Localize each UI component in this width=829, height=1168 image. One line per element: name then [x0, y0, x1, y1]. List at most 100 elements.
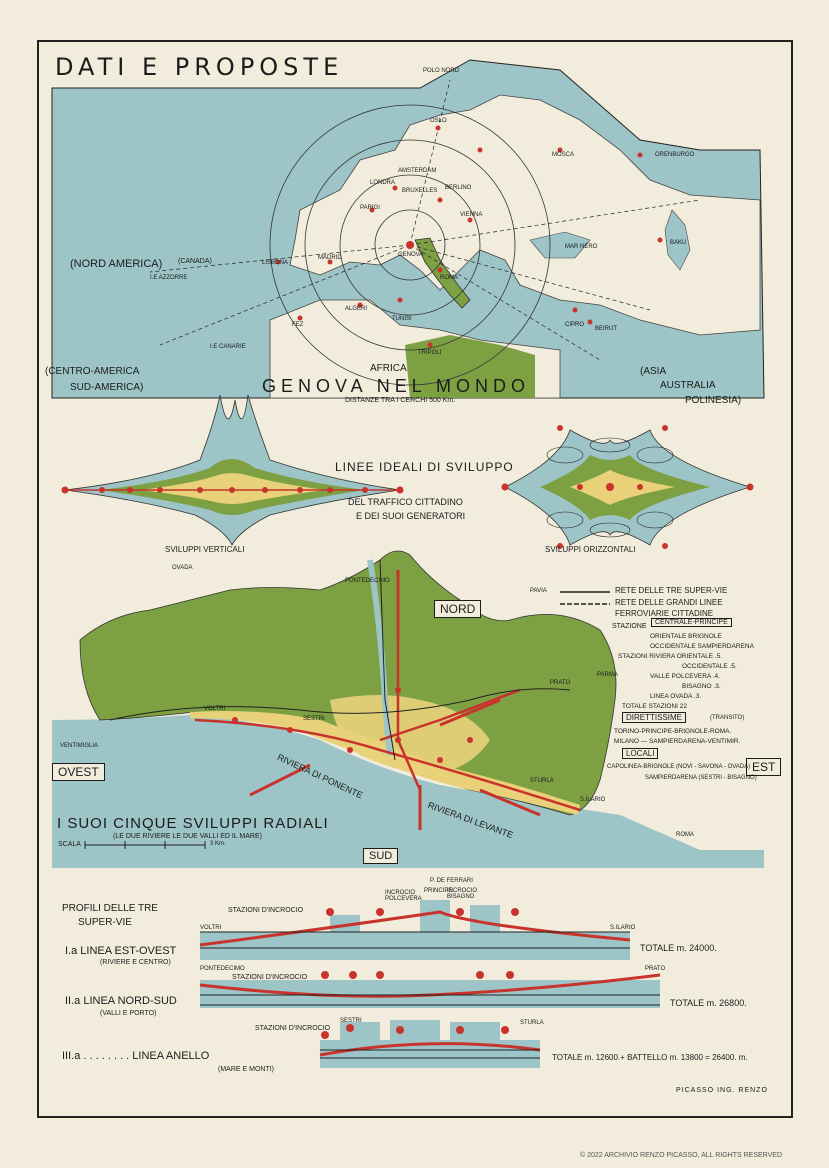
label-mar-nero: MAR NERO: [565, 244, 598, 250]
legend-r2: OCCIDENTALE SAMPIERDARENA: [650, 643, 754, 650]
legend-r1: ORIENTALE BRIGNOLE: [650, 633, 722, 640]
label-tunisi: TUNISI: [392, 316, 412, 322]
label-centro-america: (CENTRO-AMERICA: [45, 366, 140, 377]
diagrams-title: LINEE IDEALI DI SVILUPPO: [335, 460, 514, 474]
profiles-l2-sub: (VALLI E PORTO): [100, 1010, 157, 1017]
europe-land: [289, 94, 761, 336]
place-ovada: OVADA: [172, 565, 193, 571]
legend-l1: RETE DELLE TRE SUPER-VIE: [615, 586, 728, 595]
legend-direttissime: DIRETTISSIME: [622, 712, 687, 723]
label-canarie: I.E CANARIE: [210, 344, 246, 350]
compass-nord: NORD: [434, 600, 482, 618]
place-pontedecimo: PONTEDECIMO: [345, 578, 390, 584]
profiles-l3-sub: (MARE E MONTI): [218, 1066, 274, 1073]
copyright-notice: © 2022 ARCHIVIO RENZO PICASSO, ALL RIGHT…: [580, 1152, 782, 1159]
label-asia: (ASIA: [640, 366, 667, 377]
place-sturla: STURLA: [530, 778, 554, 784]
author-signature: PICASSO ING. RENZO: [676, 1087, 768, 1094]
label-australia: AUSTRALIA: [660, 380, 716, 391]
place-voltri: VOLTRI: [204, 706, 226, 712]
label-vienna: VIENNA: [460, 212, 483, 218]
city-sea: [52, 715, 764, 868]
black-sea: [529, 231, 591, 259]
poster-frame: [37, 40, 793, 1118]
profiles-deferrari: P. DE FERRARI: [430, 878, 473, 884]
label-nord-america: (NORD AMERICA): [70, 258, 163, 270]
world-map-subtitle: DISTANZE TRA I CERCHI 500 Km.: [345, 397, 456, 404]
world-map: [51, 59, 765, 399]
legend-d1: TORINO-PRINCIPE-BRIGNOLE-ROMA.: [614, 728, 732, 735]
legend-r8: TOTALE STAZIONI 22: [622, 703, 688, 710]
scale-label: SCALA: [58, 841, 81, 848]
place-pavia: PAVIA: [530, 588, 547, 594]
vertical-development-diagram: [61, 394, 404, 546]
profiles-principe: PRINCIPE: [424, 888, 453, 894]
label-genova: GENOVA: [398, 252, 424, 258]
diagrams-subtitle-1: DEL TRAFFICO CITTADINO: [348, 497, 463, 507]
profiles-sestri: SESTRI: [340, 1018, 362, 1024]
profiles-l2-name: II.a LINEA NORD-SUD: [65, 995, 177, 1007]
place-s-ilario: S.ILARIO: [580, 797, 606, 803]
label-madrid: MADRID: [318, 255, 342, 261]
label-londra: LONDRA: [370, 180, 396, 186]
label-sud-america: SUD-AMERICA): [70, 382, 144, 393]
legend-r7: LINEA OVADA .3.: [650, 693, 702, 700]
legend-stazione: STAZIONE: [612, 623, 647, 630]
label-parigi: PARIGI: [360, 205, 380, 211]
profiles-title-2: SUPER-VIE: [78, 917, 132, 928]
label-beirut: BEIRUT: [595, 326, 618, 332]
diagrams-subtitle-2: E DEI SUOI GENERATORI: [356, 511, 466, 521]
place-sestri: SESTRI: [303, 716, 325, 722]
profiles-l3-name: III.a . . . . . . . . LINEA ANELLO: [62, 1050, 210, 1062]
profiles-title-1: PROFILI DELLE TRE: [62, 903, 158, 914]
label-amsterdam: AMSTERDAM: [398, 168, 437, 174]
place-ventimiglia: VENTIMIGLIA: [60, 743, 99, 749]
compass-ovest: OVEST: [52, 763, 105, 781]
label-fez: FEZ: [292, 322, 304, 328]
profiles-voltri: VOLTRI: [200, 925, 222, 931]
legend-d2: MILANO — SAMPIERDARENA-VENTIMIR.: [614, 738, 741, 745]
label-mosca: MOSCA: [552, 152, 575, 158]
profiles-l2-total: TOTALE m. 26800.: [670, 998, 747, 1008]
genoa-city-map: [52, 550, 764, 868]
legend-centrale: CENTRALE-PRINCIPE: [651, 618, 732, 627]
profiles-pontedecimo: PONTEDECIMO: [200, 966, 245, 972]
legend-transito: (TRANSITO): [710, 715, 745, 721]
legend-r5: VALLE POLCEVERA .4.: [650, 673, 720, 680]
profiles-incrocio-bisagno: INCROCIO BISAGNO: [447, 888, 477, 900]
profiles-stazioni-1: STAZIONI D'INCROCIO: [228, 907, 304, 914]
legend-r3: STAZIONI RIVIERA ORIENTALE .5.: [618, 653, 723, 660]
place-parma: PARMA: [597, 672, 618, 678]
compass-est: EST: [746, 758, 782, 776]
city-map-title: I SUOI CINQUE SVILUPPI RADIALI: [57, 815, 329, 832]
label-berlino: BERLINO: [445, 185, 472, 191]
label-cipro: CIPRO: [565, 322, 585, 328]
profiles-l1-total: TOTALE m. 24000.: [640, 943, 717, 953]
label-sviluppi-orizzontali: SVILUPPI ORIZZONTALI: [545, 545, 636, 554]
profiles-sturla: STURLA: [520, 1020, 544, 1026]
label-orenburgo: ORENBURGO: [655, 152, 695, 158]
label-bruxelles: BRUXELLES: [402, 188, 438, 194]
city-map-subtitle: (LE DUE RIVIERE LE DUE VALLI ED IL MARE): [113, 833, 262, 840]
scale-unit: 3 Km.: [210, 841, 226, 847]
profile-line-1: [199, 900, 631, 960]
horizontal-development-diagram: [501, 425, 754, 549]
profiles-l1-sub: (RIVIERE E CENTRO): [100, 959, 171, 966]
profiles-s-ilario: S.ILARIO: [610, 925, 636, 931]
label-polo-nord: POLO NORD: [423, 68, 460, 74]
legend-locali: LOCALI: [622, 748, 659, 759]
profile-line-2: [199, 971, 661, 1008]
label-canada: (CANADA): [178, 258, 212, 265]
legend-c1: CAPOLINEA-BRIGNOLE (NOVI - SAVONA - OVAD…: [607, 764, 751, 770]
profile-line-3: [319, 1020, 541, 1068]
legend-c2: SAMPIERDARENA (SESTRI - BISAGNO): [645, 775, 757, 781]
legend-l2: RETE DELLE GRANDI LINEE: [615, 598, 723, 607]
profiles-incrocio-polcevera: INCROCIO POLCEVERA: [385, 890, 422, 902]
compass-sud: SUD: [363, 848, 399, 864]
profiles-stazioni-3: STAZIONI D'INCROCIO: [255, 1025, 331, 1032]
label-africa: AFRICA: [370, 363, 407, 374]
label-baku: BAKU: [670, 240, 687, 246]
label-oslo: OSLO: [430, 118, 447, 124]
label-algeri: ALGERI: [345, 306, 368, 312]
